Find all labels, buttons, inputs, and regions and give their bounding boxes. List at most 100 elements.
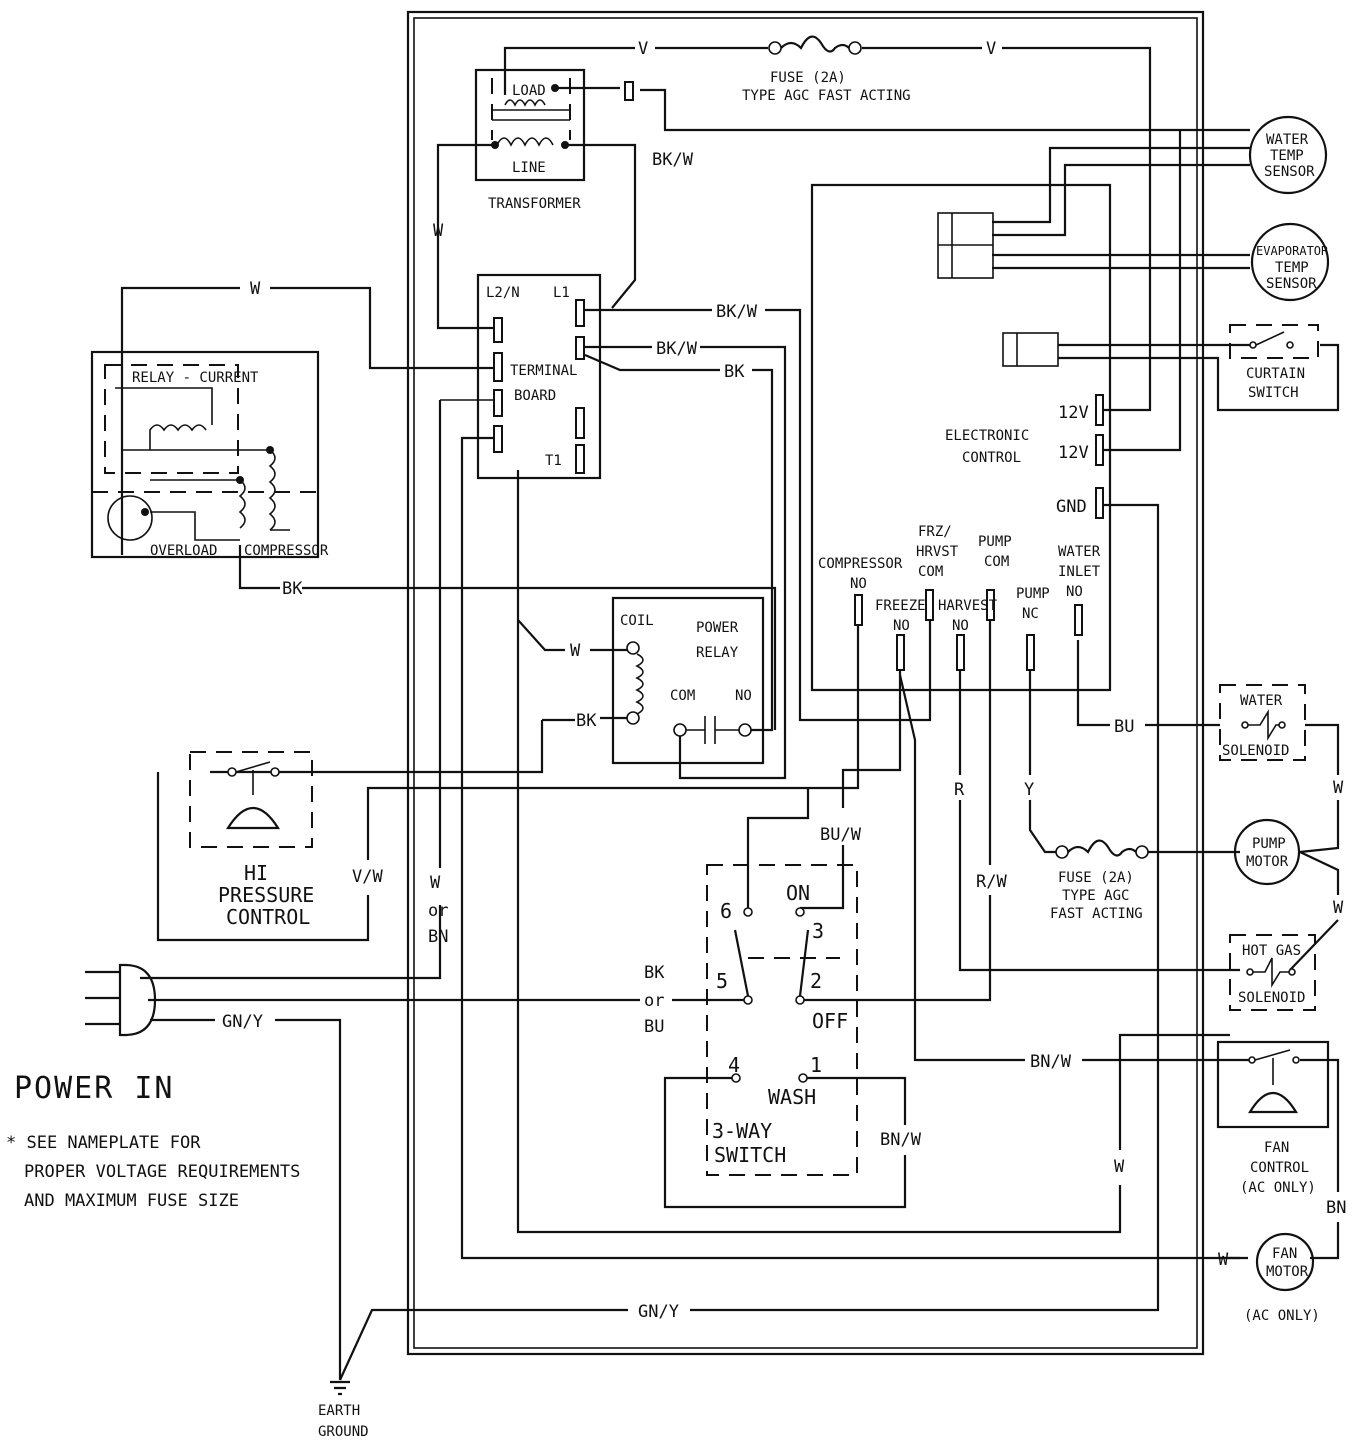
wire-v-right: V <box>986 39 996 59</box>
pin-12v-b: 12V <box>1058 443 1089 463</box>
pin-water-3: NO <box>1066 584 1083 600</box>
wire-bu-switch: BU <box>644 1017 664 1037</box>
fan-control-line-3: (AC ONLY) <box>1240 1180 1316 1196</box>
power-relay: COIL POWER RELAY COM NO <box>611 596 765 765</box>
switch-pin-1: 1 <box>810 1053 822 1077</box>
transformer-terminal <box>624 81 634 101</box>
fuse-pump-line-1: FUSE (2A) <box>1058 870 1134 886</box>
transformer-line-label: LINE <box>512 160 546 176</box>
transformer-load-label: LOAD <box>512 83 546 99</box>
pin-pump-com-1: PUMP <box>978 534 1012 550</box>
terminal-board-name-2: BOARD <box>514 388 556 404</box>
fan-motor-line-2: MOTOR <box>1266 1264 1309 1280</box>
earth-line-1: EARTH <box>318 1403 360 1419</box>
pin-freeze-1: FREEZE <box>875 598 926 614</box>
switch-pin-5: 5 <box>716 969 728 993</box>
wire-rw: R/W <box>976 872 1007 892</box>
hi-pressure-control: HI PRESSURE CONTROL <box>189 751 314 929</box>
water-solenoid-line-1: WATER <box>1240 693 1283 709</box>
transformer-name: TRANSFORMER <box>488 196 581 212</box>
water-temp-line-2: TEMP <box>1270 148 1304 164</box>
wire-vw: V/W <box>352 867 383 887</box>
pin-pump-nc-1: PUMP <box>1016 586 1050 602</box>
note-line-2: PROPER VOLTAGE REQUIREMENTS <box>24 1162 300 1182</box>
pin-water-1: WATER <box>1058 544 1101 560</box>
wire-w-fan: W <box>1218 1250 1229 1270</box>
power-plug <box>85 963 157 1037</box>
cabinet-frame <box>406 10 1205 1356</box>
wire-bn-right: BN <box>1326 1198 1346 1218</box>
wires <box>120 46 1340 1381</box>
pin-freeze-2: NO <box>893 618 910 634</box>
pin-frz-3: COM <box>918 564 943 580</box>
water-solenoid: WATER SOLENOID <box>1219 684 1306 761</box>
wire-or-1: or <box>428 901 448 921</box>
note-line-3: AND MAXIMUM FUSE SIZE <box>24 1191 239 1211</box>
power-relay-coil-label: COIL <box>620 613 654 629</box>
wire-gny-1: GN/Y <box>222 1012 263 1032</box>
fuse-top: FUSE (2A) TYPE AGC FAST ACTING <box>742 35 911 104</box>
pump-motor-line-2: MOTOR <box>1246 854 1289 870</box>
wire-bu-inlet: BU <box>1114 717 1134 737</box>
hot-gas-solenoid: HOT GAS SOLENOID <box>1229 934 1316 1011</box>
evap-temp-line-2: TEMP <box>1275 260 1309 276</box>
pin-12v-a: 12V <box>1058 403 1089 423</box>
electronic-control-line-1: ELECTRONIC <box>945 428 1029 444</box>
pin-gnd: GND <box>1056 497 1087 517</box>
wire-bn-1: BN <box>428 927 448 947</box>
overload-label: OVERLOAD <box>150 543 217 559</box>
fan-motor: FAN MOTOR (AC ONLY) <box>1244 1232 1320 1324</box>
water-temp-line-1: WATER <box>1266 132 1309 148</box>
hi-pressure-line-1: HI <box>244 861 268 885</box>
hot-gas-line-2: SOLENOID <box>1238 990 1305 1006</box>
wire-bnw-2: BN/W <box>880 1130 922 1150</box>
hi-pressure-line-2: PRESSURE <box>218 883 314 907</box>
wire-w-transformer: W <box>433 221 444 241</box>
note-line-1: * SEE NAMEPLATE FOR <box>6 1133 201 1153</box>
power-relay-no-label: NO <box>735 688 752 704</box>
terminal-board: L2/N L1 TERMINAL BOARD T1 <box>476 273 602 480</box>
water-temp-sensor: WATER TEMP SENSOR <box>1248 115 1328 195</box>
fuse-pump-line-2: TYPE AGC <box>1062 888 1129 904</box>
terminal-l2n-label: L2/N <box>486 285 520 301</box>
switch-pin-3: 3 <box>812 919 824 943</box>
relay-compressor-group: RELAY - CURRENT OVERLOAD COMPRESSOR <box>90 350 329 559</box>
pin-harvest-1: HARVEST <box>938 598 998 614</box>
curtain-switch: CURTAIN SWITCH <box>1229 324 1319 401</box>
power-in-label: POWER IN <box>14 1071 175 1106</box>
hi-pressure-line-3: CONTROL <box>226 905 310 929</box>
fuse-pump: FUSE (2A) TYPE AGC FAST ACTING <box>1050 839 1149 922</box>
wire-w-or: W <box>430 873 441 893</box>
wire-w-top-left: W <box>250 279 261 299</box>
water-temp-line-3: SENSOR <box>1264 164 1315 180</box>
terminal-l1-label: L1 <box>553 285 570 301</box>
pin-harvest-2: NO <box>952 618 969 634</box>
switch-pin-4: 4 <box>728 1053 740 1077</box>
pin-frz-2: HRVST <box>916 544 959 560</box>
pump-motor: PUMP MOTOR <box>1233 818 1301 886</box>
wire-r: R <box>954 780 965 800</box>
wire-bk-switch: BK <box>644 963 665 983</box>
switch-off-label: OFF <box>812 1009 848 1033</box>
wire-bkw-top: BK/W <box>652 150 694 170</box>
wire-buw: BU/W <box>820 825 862 845</box>
wire-or-2: or <box>644 991 664 1011</box>
wire-bnw-1: BN/W <box>1030 1052 1072 1072</box>
switch-name-1: 3-WAY <box>712 1119 772 1143</box>
hot-gas-line-1: HOT GAS <box>1242 943 1301 959</box>
fan-control: FAN CONTROL (AC ONLY) <box>1216 1040 1330 1196</box>
wire-w-right-2: W <box>1333 898 1344 918</box>
evap-temp-line-1: EVAPORATOR <box>1256 244 1329 258</box>
transformer: LOAD LINE TRANSFORMER <box>474 68 586 212</box>
wire-bk-compressor: BK <box>282 579 303 599</box>
fan-motor-note: (AC ONLY) <box>1244 1308 1320 1324</box>
fuse-top-line-1: FUSE (2A) <box>770 70 846 86</box>
switch-pin-6: 6 <box>720 899 732 923</box>
power-relay-name-1: POWER <box>696 620 739 636</box>
pump-motor-line-1: PUMP <box>1252 836 1286 852</box>
wire-bkw-1: BK/W <box>716 302 758 322</box>
terminal-board-name-1: TERMINAL <box>510 363 577 379</box>
wire-y: Y <box>1024 780 1034 800</box>
earth-ground: EARTH GROUND <box>318 1380 369 1440</box>
pin-water-2: INLET <box>1058 564 1101 580</box>
